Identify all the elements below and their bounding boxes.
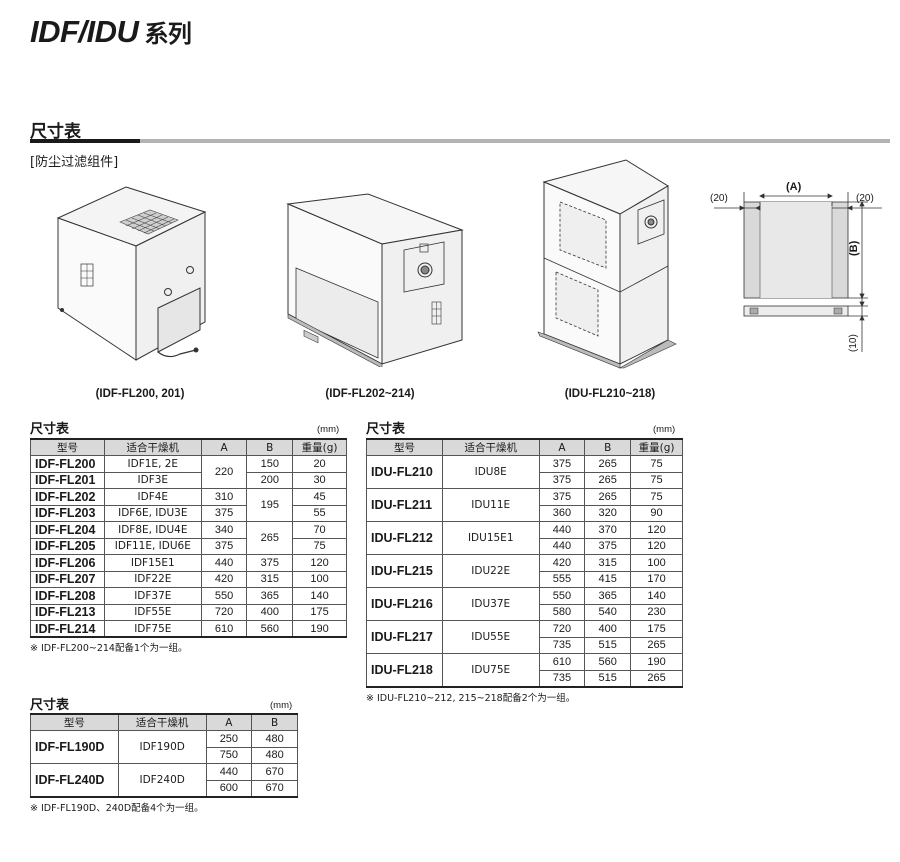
table-row: IDF-FL204 IDF8E, IDU4E 340 265 70 <box>30 521 347 555</box>
table3-unit: (mm) <box>270 700 293 711</box>
series-title-suffix: 系列 <box>144 20 192 48</box>
table-row: IDF-FL206 IDF15E1 440 375 120 <box>30 554 347 572</box>
dim-label-20-right: (20) <box>856 193 874 204</box>
unit-illustration-idf-fl202 <box>286 193 464 367</box>
section-title: 尺寸表 <box>30 122 81 142</box>
filter-dimension-diagram <box>714 192 882 352</box>
table-row: IDF-FL200 IDF1E, 2E 220 150 20 <box>30 455 347 489</box>
table1-header-b: B <box>246 438 294 456</box>
table-row: IDF-FL202 IDF4E 310 195 45 <box>30 488 347 522</box>
table1-header-dryer: 适合干燥机 <box>103 438 202 456</box>
dim-label-b: (B) <box>848 240 860 256</box>
table-row: IDF-FL208 IDF37E 550 365 140 <box>30 587 347 605</box>
table-row: IDF-FL214 IDF75E 610 560 190 <box>30 620 347 638</box>
table-row: IDF-FL201 IDF3E 200 30 <box>30 471 347 489</box>
figure-caption-2: (IDF-FL202~214) <box>325 388 415 400</box>
table1-dimensions: 型号 适合干燥机 A B 重量(g) IDF-FL200 IDF1E, 2E 2… <box>30 438 347 638</box>
dim-label-a: (A) <box>786 181 802 193</box>
table3-title: 尺寸表 <box>30 698 70 713</box>
table3-note: ※ IDF-FL190D、240D配备4个为一组。 <box>30 803 204 814</box>
dim-label-20-left: (20) <box>710 193 728 204</box>
table1-header-a: A <box>200 438 248 456</box>
table3-header-model: 型号 <box>30 713 119 731</box>
table2-header-model: 型号 <box>366 438 443 456</box>
subheading: [防尘过滤组件] <box>30 155 119 170</box>
table2-unit: (mm) <box>653 424 676 435</box>
unit-illustration-idf-fl200 <box>56 186 207 361</box>
table2-header-dryer: 适合干燥机 <box>441 438 540 456</box>
dim-label-10: (10) <box>848 334 859 352</box>
table-row: IDF-FL207 IDF22E 420 315 100 <box>30 570 347 588</box>
unit-illustration-idu-fl210 <box>537 159 677 369</box>
table2-header-weight: 重量(g) <box>630 438 683 456</box>
table1-unit: (mm) <box>317 424 340 435</box>
figure-caption-1: (IDF-FL200, 201) <box>95 388 185 400</box>
table1-title: 尺寸表 <box>30 422 70 437</box>
table1-header-weight: 重量(g) <box>292 438 347 456</box>
table2-note: ※ IDU-FL210~212, 215~218配备2个为一组。 <box>366 693 576 704</box>
table2-title: 尺寸表 <box>366 422 406 437</box>
section-divider <box>30 139 890 143</box>
figure-caption-3: (IDU-FL210~218) <box>564 388 656 400</box>
table3-header-b: B <box>251 713 298 731</box>
table2-header-b: B <box>584 438 632 456</box>
table3-header-dryer: 适合干燥机 <box>117 713 207 731</box>
table3-header-a: A <box>205 713 253 731</box>
table1-header-model: 型号 <box>30 438 105 456</box>
table1-note: ※ IDF-FL200~214配备1个为一组。 <box>30 643 188 654</box>
series-title-model: IDF/IDU <box>30 14 139 49</box>
table-row: IDF-FL213 IDF55E 720 400 175 <box>30 603 347 621</box>
table-row: IDF-FL203 IDF6E, IDU3E 375 55 <box>30 504 347 522</box>
table2-header-a: A <box>538 438 586 456</box>
table-row: IDF-FL205 IDF11E, IDU6E 375 75 <box>30 537 347 555</box>
